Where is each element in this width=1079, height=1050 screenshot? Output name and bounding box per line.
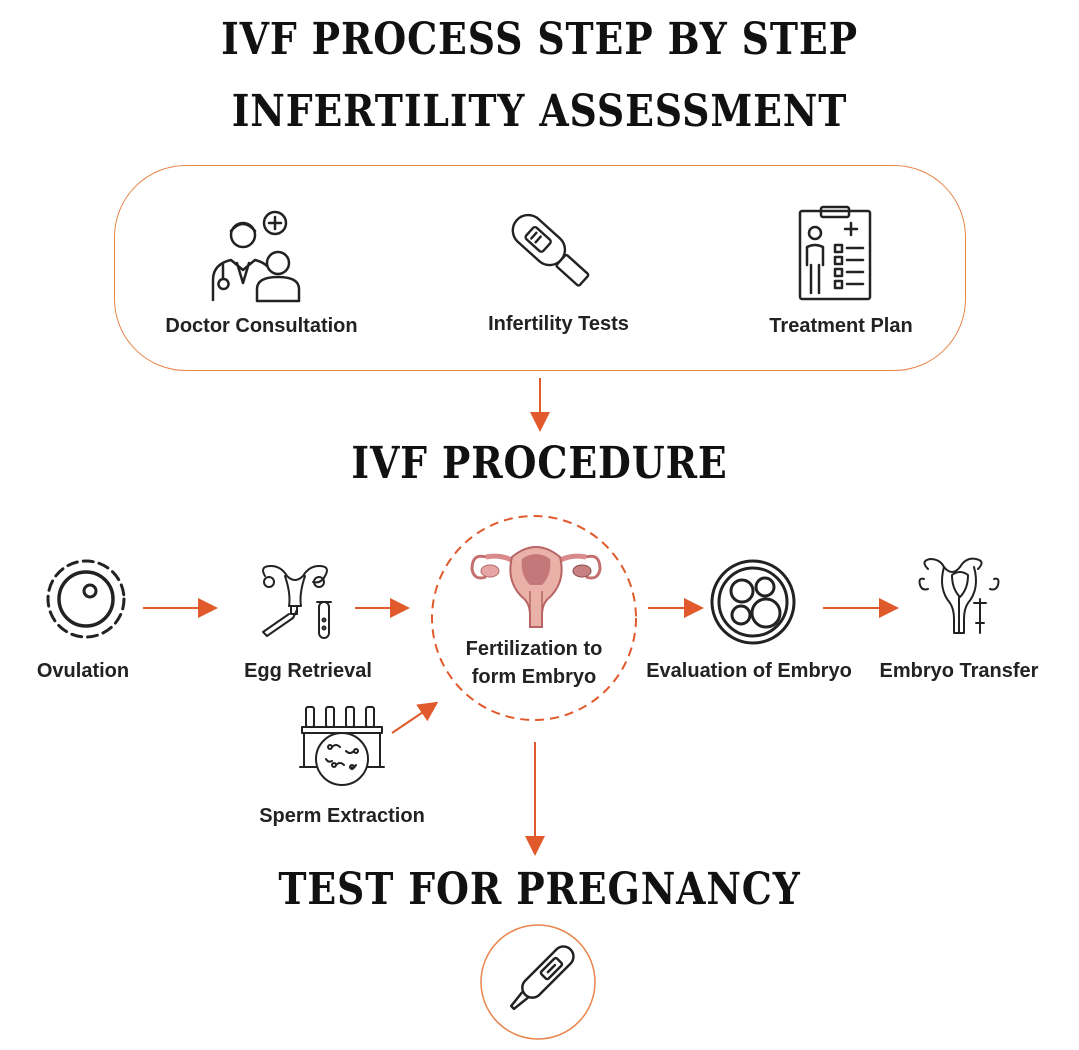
section-title-procedure: IVF PROCEDURE [351,438,728,489]
label-egg-retrieval: Egg Retrieval [244,660,372,682]
page-title: IVF PROCESS STEP BY STEP [221,14,858,65]
embryo-cells-icon [710,559,796,645]
test-stick-icon [511,213,590,287]
label-embryo-transfer: Embryo Transfer [879,660,1039,682]
label-doctor-consultation: Doctor Consultation [165,315,358,337]
pregnancy-circle [480,924,596,1040]
clipboard-plan-icon [798,205,872,301]
pregnancy-test-icon [509,945,575,1011]
doctor-patient-icon [211,210,301,303]
assessment-box [114,165,966,371]
label-infertility-tests: Infertility Tests [488,313,629,335]
label-ovulation: Ovulation [36,660,130,682]
label-sperm-extraction: Sperm Extraction [259,805,425,827]
label-fertilization-line2: form Embryo [471,666,597,688]
uterus-icon [470,546,602,628]
egg-cell-icon [46,559,126,639]
arrow-sperm-to-fertilization [391,701,439,734]
label-treatment-plan: Treatment Plan [769,315,913,337]
section-title-pregnancy: TEST FOR PREGNANCY [278,864,801,915]
label-fertilization-line1: Fertilization to [465,638,603,660]
label-evaluation-of-embryo: Evaluation of Embryo [646,660,852,682]
section-title-assessment: INFERTILITY ASSESSMENT [231,86,848,137]
retrieval-icon [262,565,332,639]
transfer-icon [918,557,1000,634]
fertilization-circle [431,515,637,721]
sperm-sample-icon [299,706,385,786]
